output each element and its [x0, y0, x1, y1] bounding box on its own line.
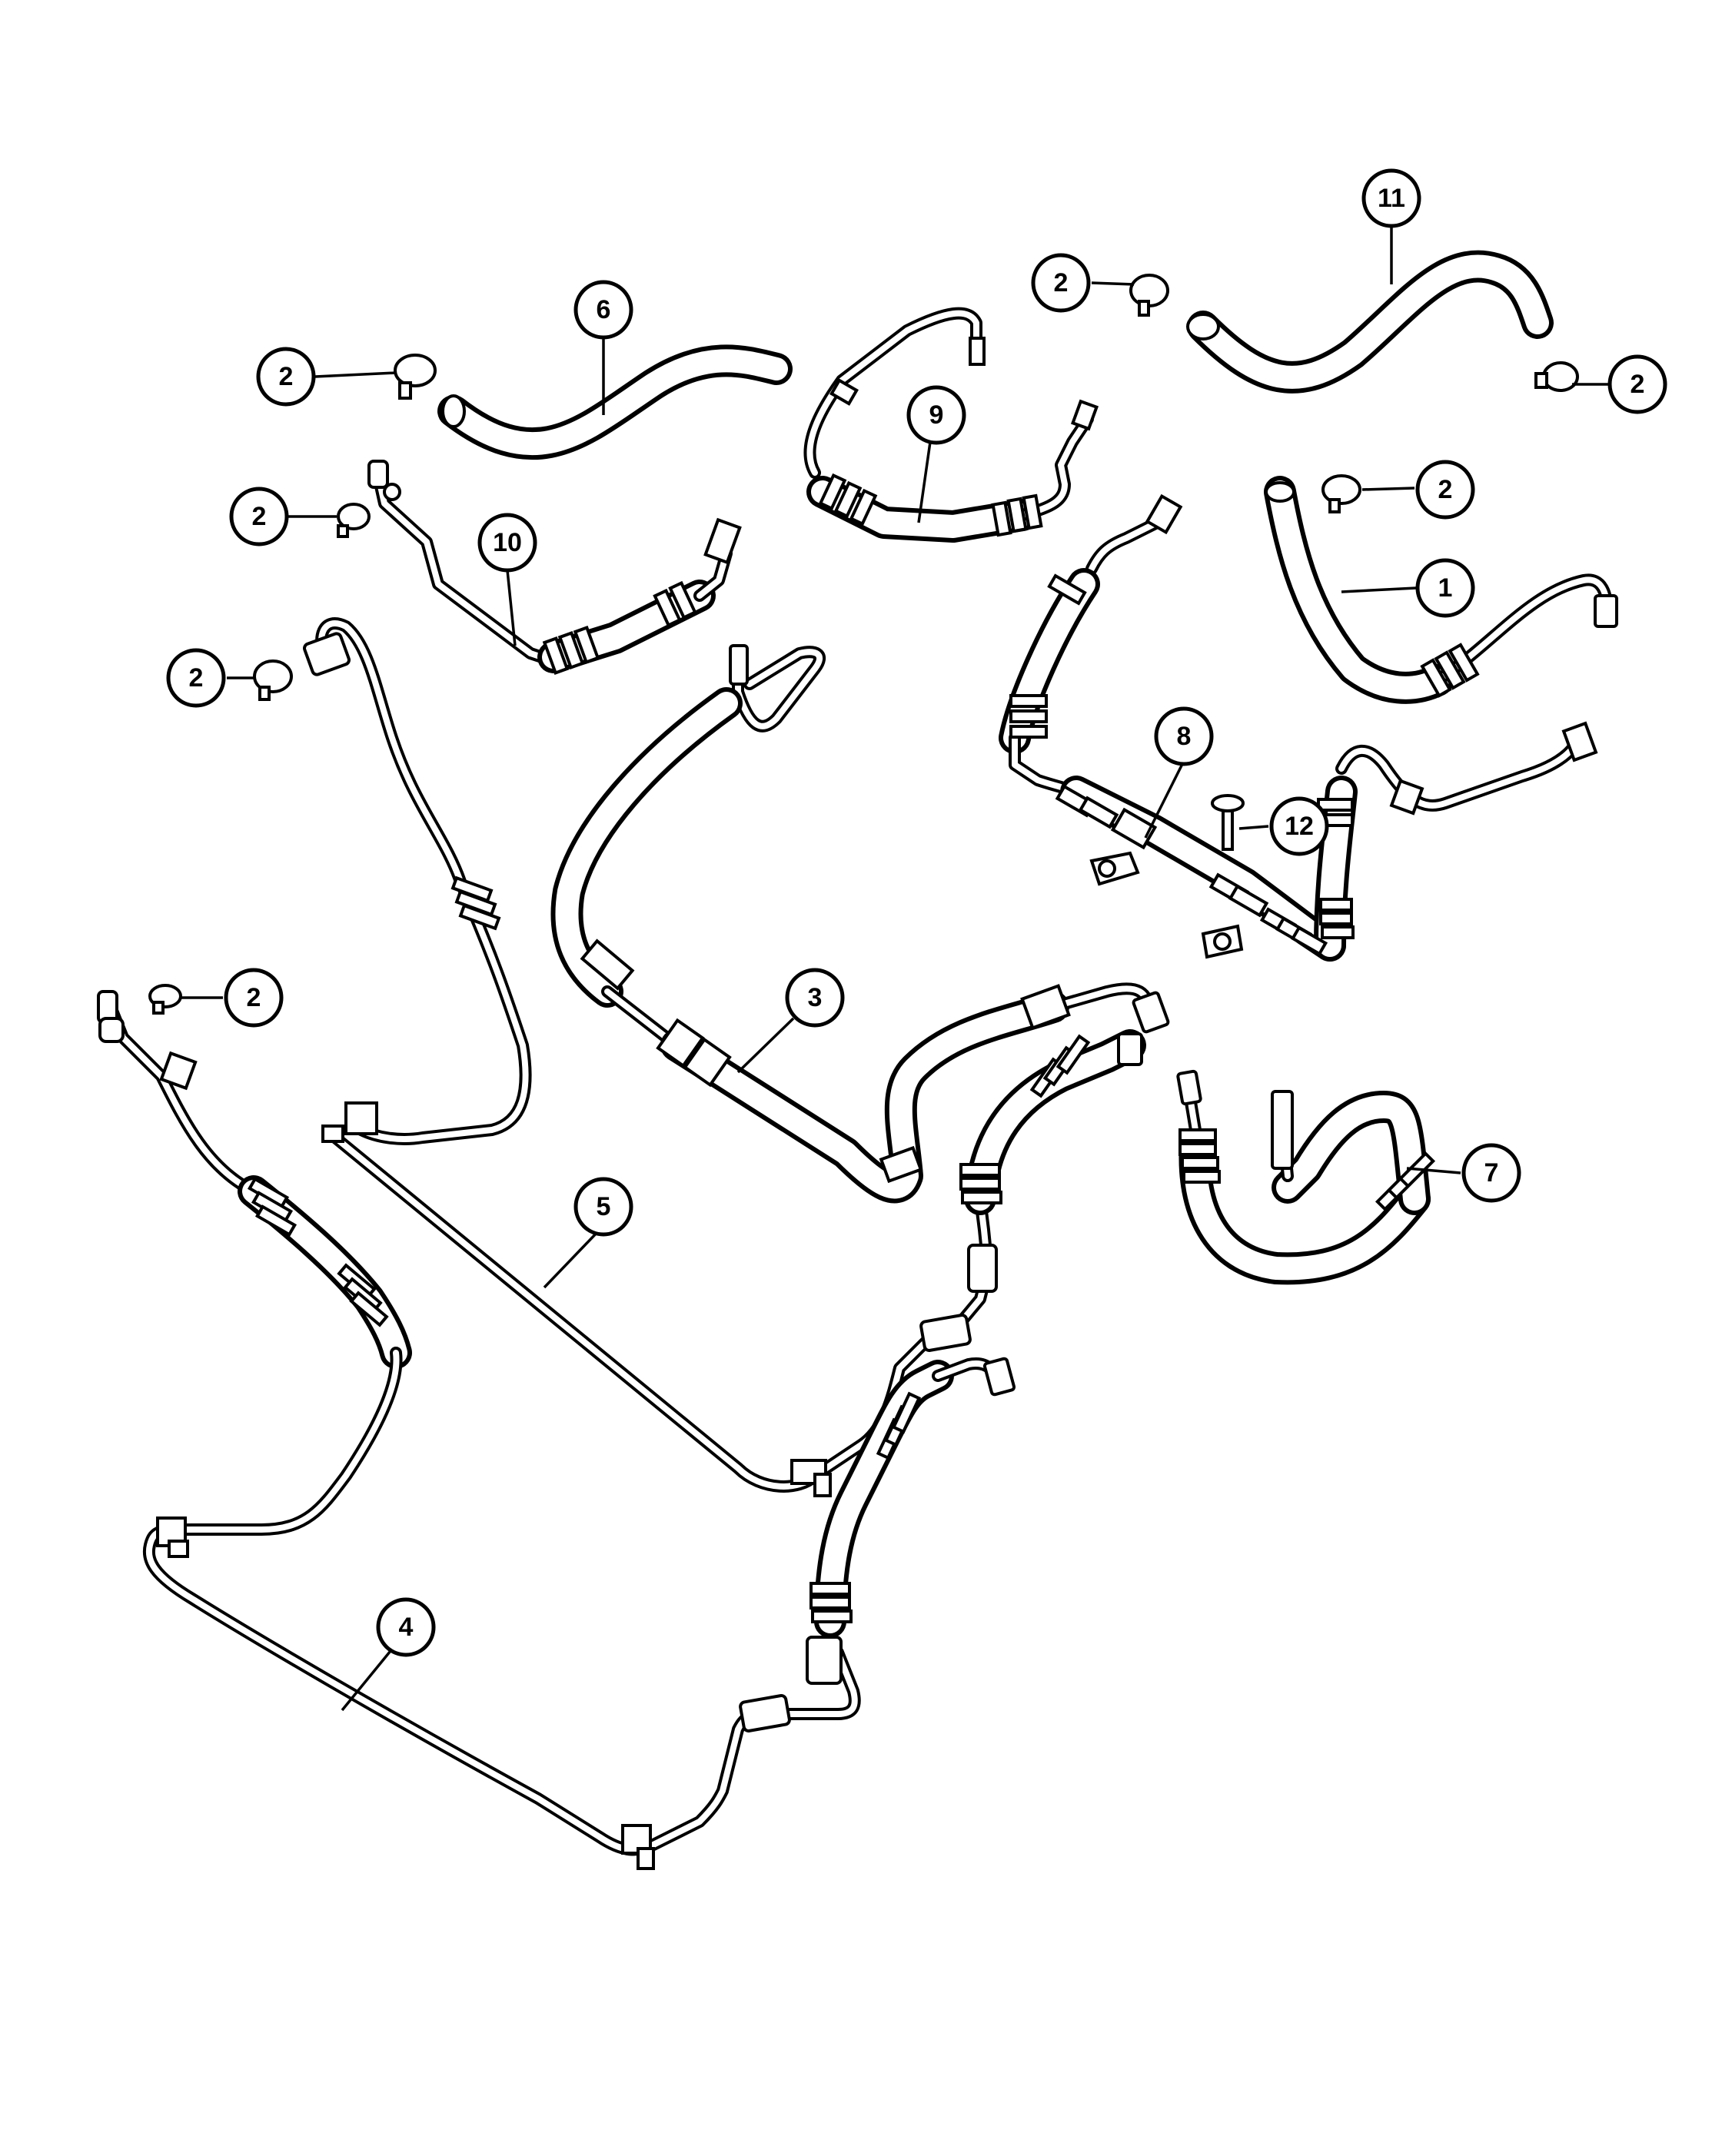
part-12-bolt: [1211, 794, 1245, 851]
callout-2[interactable]: 2: [1607, 354, 1667, 414]
svg-text:4: 4: [399, 1613, 414, 1642]
svg-text:2: 2: [1438, 475, 1453, 504]
svg-text:12: 12: [1285, 812, 1314, 841]
callout-12[interactable]: 12: [1269, 796, 1329, 856]
clamp-icon: [148, 984, 182, 1015]
svg-text:5: 5: [597, 1192, 611, 1221]
callout-8[interactable]: 8: [1154, 706, 1214, 766]
part-5-line-assembly: [303, 617, 1146, 1497]
svg-text:2: 2: [252, 502, 267, 531]
part-10-line-assembly: [367, 460, 742, 676]
callout-7[interactable]: 7: [1461, 1143, 1521, 1203]
part-8-hose-assembly: [999, 493, 1598, 962]
clamp-icon: [253, 659, 293, 701]
part-3-hose-assembly: [550, 644, 1170, 1204]
clamp-icon: [394, 354, 437, 400]
callout-6[interactable]: 6: [573, 280, 633, 340]
callout-2[interactable]: 2: [1415, 460, 1475, 520]
callout-2[interactable]: 2: [229, 487, 289, 546]
svg-text:2: 2: [279, 362, 294, 391]
svg-text:11: 11: [1378, 184, 1405, 213]
svg-text:2: 2: [247, 983, 261, 1012]
svg-text:7: 7: [1484, 1158, 1499, 1188]
clamp-icon: [337, 503, 371, 538]
clamp-icons: [148, 274, 1579, 1015]
callout-10[interactable]: 10: [477, 513, 537, 573]
callout-9[interactable]: 9: [906, 385, 966, 445]
svg-text:2: 2: [1631, 370, 1645, 399]
svg-text:10: 10: [493, 528, 522, 557]
clamp-icon: [1534, 361, 1579, 392]
part-1-hose-assembly: [1264, 476, 1618, 704]
svg-text:2: 2: [1054, 268, 1069, 297]
svg-text:9: 9: [929, 400, 944, 430]
part-4-line-assembly: [97, 990, 1016, 1870]
callouts: 11 2 2 6 2 9 2 2 10 1 2 8 12 2 3 7 5 4: [166, 168, 1667, 1657]
clamp-icon: [1321, 474, 1361, 513]
clamp-icon: [1129, 274, 1169, 317]
part-11-hose: [1186, 250, 1554, 394]
callout-2[interactable]: 2: [256, 347, 316, 407]
part-9-hose-assembly: [803, 307, 1099, 543]
callout-11[interactable]: 11: [1361, 168, 1421, 228]
callout-5[interactable]: 5: [573, 1177, 633, 1237]
callout-1[interactable]: 1: [1415, 558, 1475, 618]
callout-4[interactable]: 4: [376, 1597, 436, 1657]
svg-text:3: 3: [808, 983, 823, 1012]
svg-text:8: 8: [1177, 722, 1192, 751]
callout-2[interactable]: 2: [224, 968, 284, 1028]
svg-text:2: 2: [189, 663, 204, 693]
svg-text:1: 1: [1438, 573, 1453, 603]
callout-2[interactable]: 2: [1031, 253, 1091, 313]
callout-2[interactable]: 2: [166, 648, 226, 708]
leader-lines: [181, 219, 1614, 1712]
part-6-hose: [437, 344, 793, 460]
svg-text:6: 6: [597, 295, 611, 324]
part-7-hose-assembly: [1176, 1069, 1436, 1285]
callout-3[interactable]: 3: [785, 968, 845, 1028]
